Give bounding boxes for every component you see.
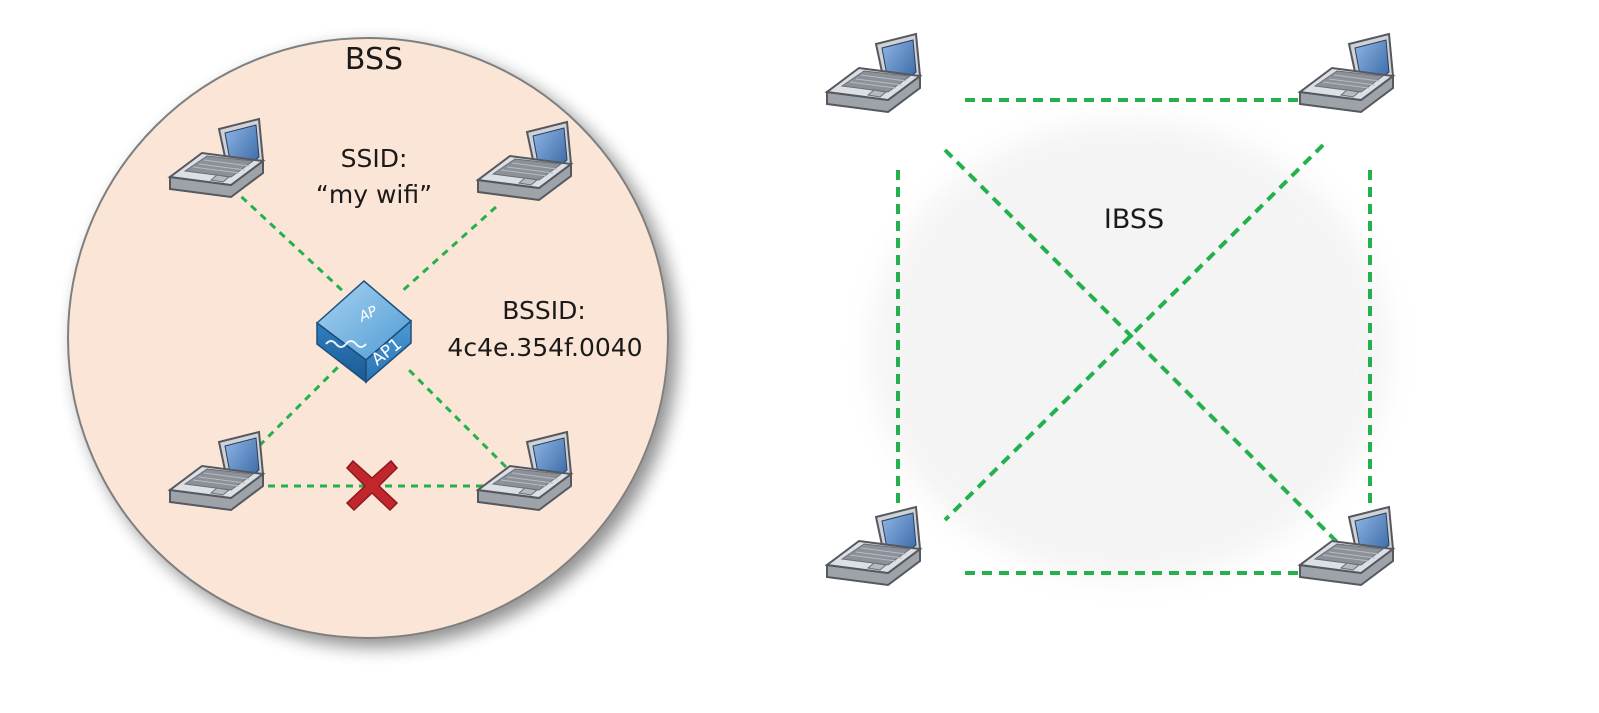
blocked-link-x-icon	[345, 459, 399, 512]
laptop-ibss-bottom-left-icon	[826, 506, 921, 586]
link-ibss-diagonal-2	[943, 143, 1325, 522]
link-ibss-diagonal-1	[943, 148, 1345, 550]
bssid-label: BSSID:	[502, 296, 586, 325]
ssid-value: “my wifi”	[315, 180, 433, 209]
link-ap-laptop-top-right	[398, 205, 498, 295]
bss-title: BSS	[344, 42, 404, 77]
ssid-label: SSID:	[340, 144, 408, 173]
ibss-title: IBSS	[1103, 204, 1165, 235]
link-ap-laptop-bottom-left	[248, 363, 342, 457]
bss-links	[230, 186, 508, 488]
ibss-shadow	[870, 120, 1390, 580]
ap-top-label: AP	[356, 303, 381, 326]
ibss-links	[896, 98, 1372, 575]
link-ap-laptop-bottom-right	[405, 366, 508, 469]
laptop-ibss-top-left-icon	[826, 33, 921, 113]
laptop-ibss-top-right-icon	[1299, 33, 1394, 113]
bssid-value: 4c4e.354f.0040	[447, 333, 643, 362]
laptop-ibss-bottom-right-icon	[1299, 506, 1394, 586]
